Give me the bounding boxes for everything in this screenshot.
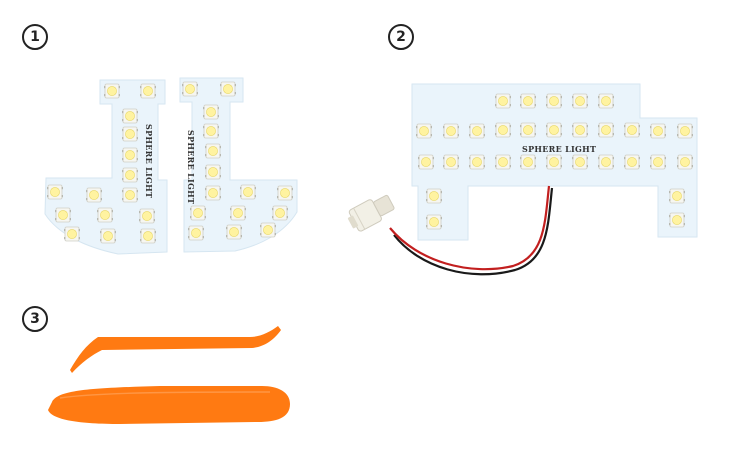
- item-number-1: 1: [30, 29, 40, 45]
- trim-removal-tool-wide: [48, 386, 290, 424]
- room-light-board: SPHERE LIGHT: [411, 83, 698, 241]
- item-number-2: 2: [396, 29, 406, 45]
- large-board-brand-text: SPHERE LIGHT: [522, 144, 596, 154]
- item-number-3-badge: 3: [22, 306, 48, 332]
- item-number-1-badge: 1: [22, 24, 48, 50]
- item-number-2-badge: 2: [388, 24, 414, 50]
- trim-removal-tool-thin: [70, 326, 281, 373]
- map-light-board-left: SPHERE LIGHT: [44, 79, 168, 255]
- t10-wedge-base: [347, 194, 395, 232]
- wiring-harness: [389, 185, 554, 276]
- map-light-board-right: SPHERE LIGHT: [179, 77, 298, 253]
- right-board-brand-text: SPHERE LIGHT: [186, 130, 196, 204]
- item-number-3: 3: [30, 311, 40, 327]
- left-board-brand-text: SPHERE LIGHT: [144, 124, 154, 198]
